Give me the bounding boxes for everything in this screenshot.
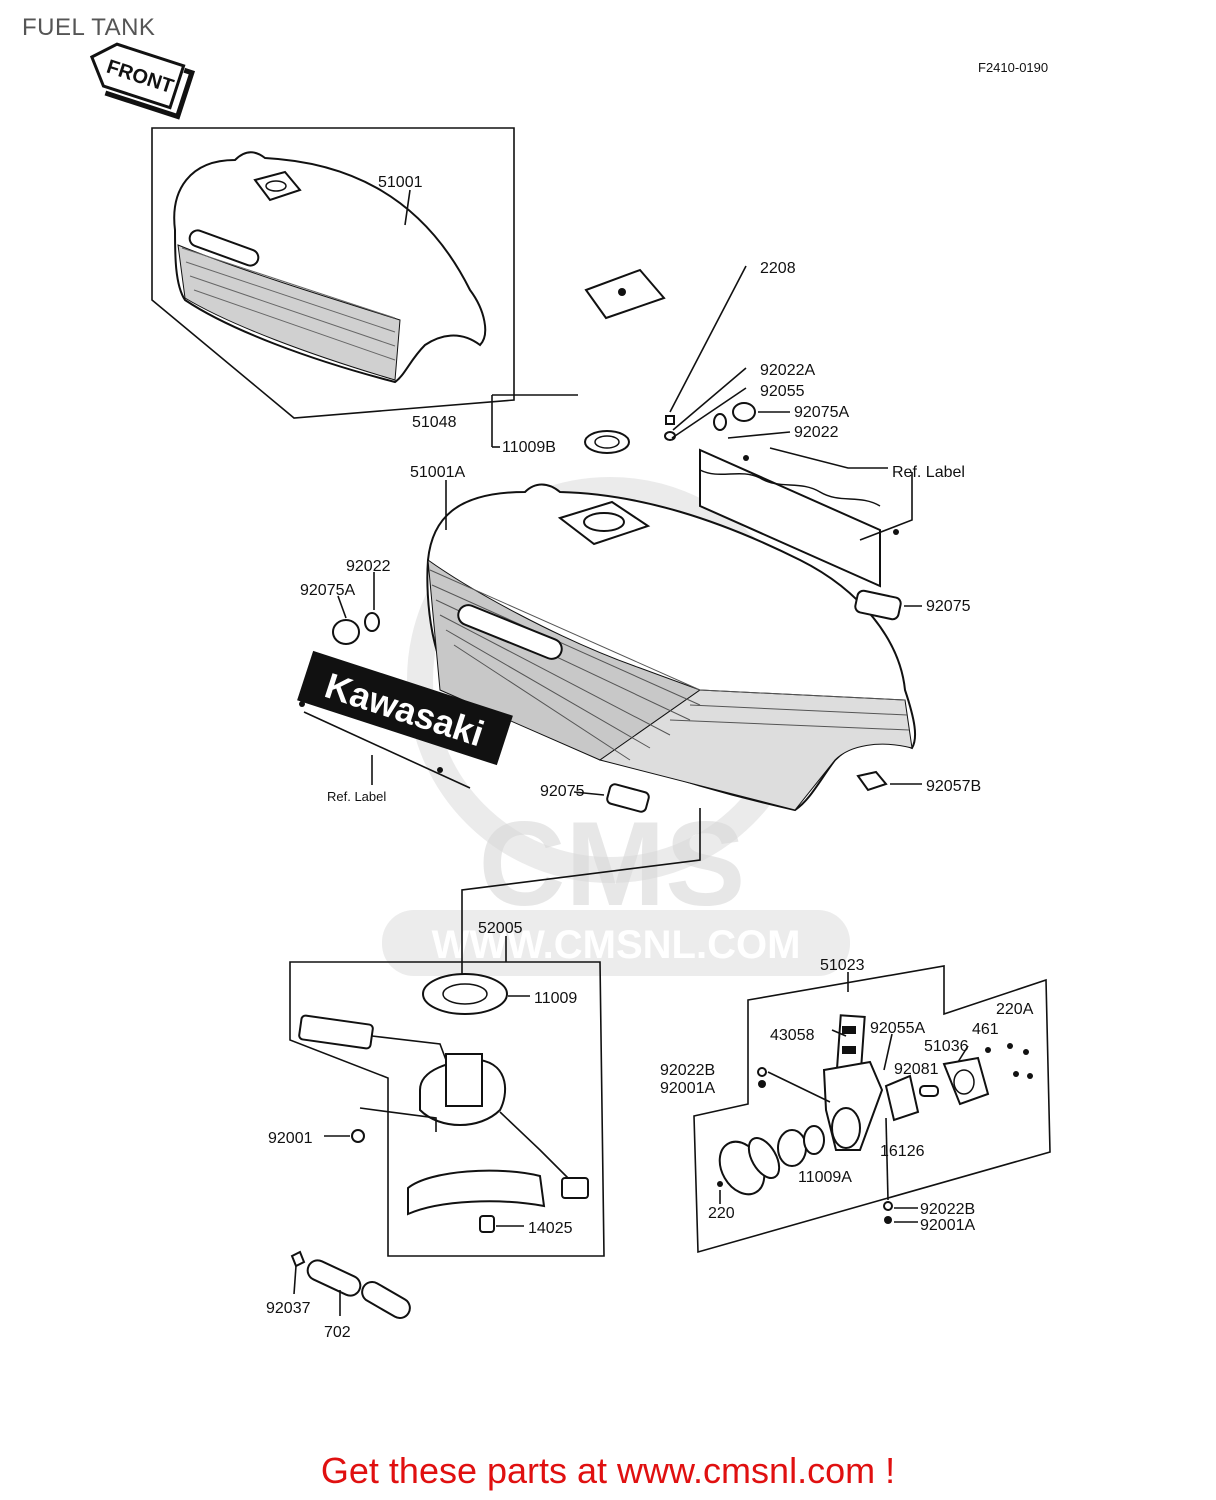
- part-92001a-bottom: 92001A: [920, 1217, 975, 1234]
- watermark-url: WWW.CMSNL.COM: [432, 923, 801, 967]
- part-43058: 43058: [770, 1027, 815, 1044]
- grommet-left: [332, 572, 380, 645]
- part-92075-bottom: 92075: [540, 783, 585, 800]
- rubber-damper-right: [854, 589, 922, 621]
- part-51023: 51023: [820, 957, 865, 974]
- part-92055a: 92055A: [870, 1020, 925, 1037]
- rubber-damper-bottom: [573, 783, 650, 813]
- part-11009a: 11009A: [798, 1169, 852, 1186]
- part-51048: 51048: [412, 414, 457, 431]
- part-220: 220: [708, 1205, 735, 1222]
- fuel-cock-assembly-box: [693, 965, 1051, 1254]
- part-220a: 220A: [996, 1001, 1034, 1018]
- ref-label-top: Ref. Label: [892, 464, 965, 481]
- part-92022a: 92022A: [760, 362, 815, 379]
- ref-label-left: Ref. Label: [327, 789, 386, 804]
- part-92055: 92055: [760, 383, 805, 400]
- part-92001a-left: 92001A: [660, 1080, 715, 1097]
- fuel-tank-assembly-box: [151, 127, 515, 419]
- watermark: CMS WWW.CMSNL.COM: [382, 477, 850, 976]
- page-title: FUEL TANK: [22, 14, 156, 41]
- side-label-plate: [699, 447, 913, 588]
- part-14025: 14025: [528, 1220, 573, 1237]
- clip-92057b: [856, 770, 922, 792]
- part-92075a-left: 92075A: [300, 582, 355, 599]
- part-51036: 51036: [924, 1038, 969, 1055]
- front-arrow-icon: FRONT: [89, 42, 196, 120]
- part-51001a: 51001A: [410, 464, 465, 481]
- part-92037: 92037: [266, 1300, 311, 1317]
- fuel-tank-main: [426, 480, 917, 812]
- part-92022b-left: 92022B: [660, 1062, 715, 1079]
- part-92022-top: 92022: [794, 424, 839, 441]
- fuel-hose: [290, 1250, 411, 1319]
- part-92022b-bottom: 92022B: [920, 1201, 975, 1218]
- grommet-top-right: [713, 402, 791, 439]
- part-92001: 92001: [268, 1130, 313, 1147]
- part-92075a-top: 92075A: [794, 404, 849, 421]
- part-52005: 52005: [478, 920, 523, 937]
- part-51001: 51001: [378, 174, 423, 191]
- part-11009b: 11009B: [502, 439, 556, 456]
- fuel-cap-assembly: [491, 265, 747, 454]
- footer-promo-link[interactable]: Get these parts at www.cmsnl.com !: [320, 1450, 896, 1491]
- part-16126: 16126: [880, 1143, 925, 1160]
- fuel-pump-assembly-box: [289, 936, 605, 1257]
- watermark-logo: CMS: [479, 797, 746, 931]
- part-92081: 92081: [894, 1061, 939, 1078]
- part-92075-right: 92075: [926, 598, 971, 615]
- part-11009: 11009: [534, 990, 577, 1007]
- diagram-code: F2410-0190: [978, 60, 1048, 75]
- part-2208: 2208: [760, 260, 796, 277]
- part-92057b: 92057B: [926, 778, 981, 795]
- part-461: 461: [972, 1021, 999, 1038]
- part-92022-left: 92022: [346, 558, 391, 575]
- part-702: 702: [324, 1324, 351, 1341]
